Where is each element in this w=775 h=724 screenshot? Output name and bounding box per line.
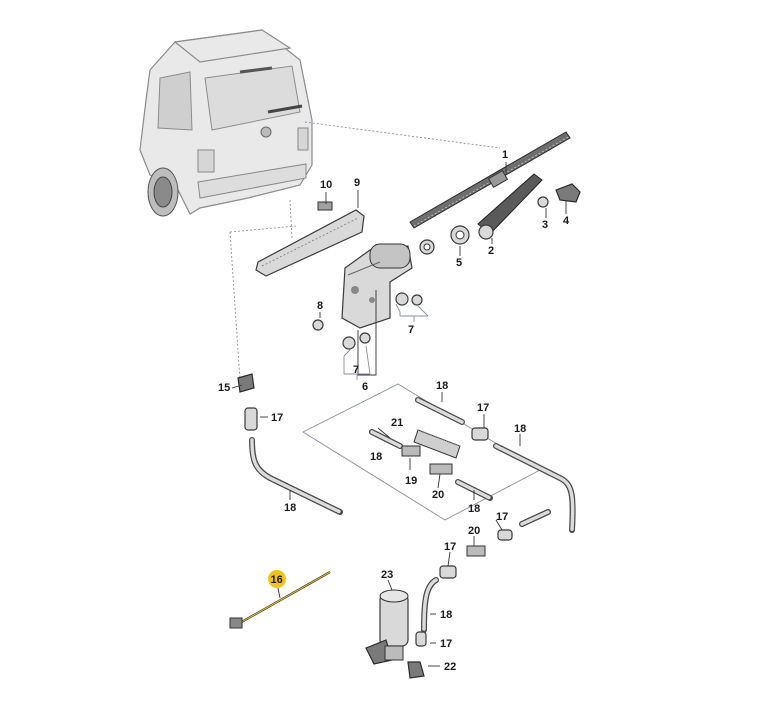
hose-left [249,437,343,515]
label-part-8: 8 [317,300,323,312]
grommets-7-bottom [342,332,371,350]
label-part-19: 19 [405,475,417,487]
nut-8 [312,319,324,331]
label-part-15: 15 [218,382,230,394]
washer-pump-23 [365,589,409,665]
sleeve-21 [413,429,461,459]
label-part-3: 3 [542,219,548,231]
label-part-18-lower: 18 [468,503,480,515]
t-connector-20-low [466,545,486,557]
label-part-18-left: 18 [284,502,296,514]
connector-wiper [304,121,501,149]
connector-17-right [497,529,513,541]
hose-right [493,443,576,533]
connector-17-mid [471,427,489,441]
label-part-17-low: 17 [444,541,456,553]
cap-4 [555,183,581,203]
t-connector-20-mid [429,463,453,475]
label-part-20-low: 20 [468,525,480,537]
connector-motor-frame [229,225,297,233]
label-part-5: 5 [456,257,462,269]
label-part-17-left: 17 [271,412,283,424]
label-part-9: 9 [354,177,360,189]
label-part-23: 23 [381,569,393,581]
connector-17-pump [415,631,427,647]
label-part-1: 1 [502,149,508,161]
label-part-18-top: 18 [436,380,448,392]
label-part-7-top: 7 [408,324,414,336]
label-part-17-mid: 17 [477,402,489,414]
hose-18-top [415,397,465,425]
trim-panel-9 [255,209,365,277]
nozzle-15 [237,373,255,393]
label-part-17-right: 17 [496,511,508,523]
wiper-blade [409,131,571,229]
label-part-20-mid: 20 [432,489,444,501]
hose-18-mid [369,429,403,449]
connector-nozzle [289,199,293,239]
label-part-7-bottom: 7 [353,364,359,376]
nut-3 [537,196,549,208]
label-part-16: 16 [271,574,283,586]
t-connector-19 [401,445,421,457]
nozzle-10 [317,201,333,211]
hose-to-pump [421,577,439,633]
label-part-22: 22 [444,661,456,673]
wiper-arm [477,173,543,240]
seal-5 [450,225,470,245]
label-part-18-pump: 18 [440,609,452,621]
vehicle-rear [139,29,313,217]
connector-17-left [244,407,258,431]
label-part-2: 2 [488,245,494,257]
wiper-motor [341,243,413,329]
label-part-6: 6 [362,381,368,393]
highlight-badge-16: 16 [268,570,286,588]
connector-17-low [439,565,457,579]
label-part-18-mid: 18 [370,451,382,463]
grommets-7-top [395,292,423,306]
connector-hose [229,231,241,381]
label-part-21: 21 [391,417,403,429]
label-part-18-right: 18 [514,423,526,435]
elbow-22 [407,661,425,679]
label-part-4: 4 [563,215,570,227]
label-part-17-pump: 17 [440,638,452,650]
washer [419,239,435,255]
label-part-10: 10 [320,179,332,191]
wiring-harness-16 [229,571,331,629]
hose-right-lower [519,509,551,527]
